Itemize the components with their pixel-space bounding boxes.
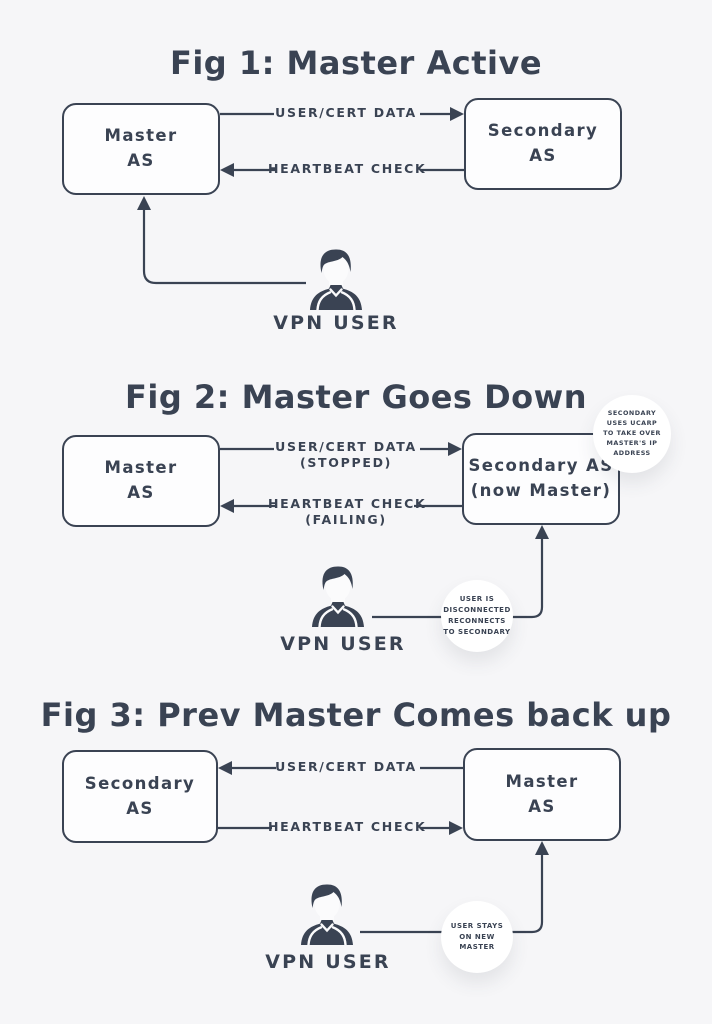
badge-text: ADDRESS	[613, 448, 651, 457]
heartbeat-check-label: HEARTBEAT CHECK	[268, 819, 427, 834]
fig2-connectors	[220, 442, 549, 619]
ucarp-takeover-badge: SECONDARY USES UCARP TO TAKE OVER MASTER…	[593, 395, 671, 473]
fig3-connectors	[218, 761, 549, 934]
secondary-now-master-node: Secondary AS (now Master)	[462, 433, 620, 525]
badge-text: USER IS	[459, 595, 495, 604]
node-label: Master	[104, 126, 178, 146]
vpn-user-icon	[310, 565, 366, 627]
fig2-section: Fig 2: Master Goes Down Master AS Second…	[0, 350, 712, 680]
badge-text: USES UCARP	[606, 419, 658, 428]
user-cert-data-label: USER/CERT DATA	[275, 105, 417, 120]
user-cert-data-sublabel: (STOPPED)	[299, 455, 393, 470]
badge-text: TO SECONDARY	[443, 627, 511, 636]
node-label: (now Master)	[470, 481, 612, 500]
heartbeat-check-sublabel: (FAILING)	[305, 512, 387, 527]
vpn-user-icon	[299, 883, 355, 945]
right-arrowhead-icon	[450, 107, 464, 121]
fig1-connectors	[137, 107, 464, 285]
node-label: AS	[127, 151, 155, 170]
secondary-as-node: Secondary AS	[464, 98, 622, 190]
fig1-section: Fig 1: Master Active Master AS Secondary…	[0, 0, 712, 350]
master-as-node: Master AS	[62, 435, 220, 527]
fig2-title: Fig 2: Master Goes Down	[124, 378, 587, 416]
node-label: Secondary AS	[468, 456, 614, 476]
up-arrowhead-icon	[535, 841, 549, 855]
fig3-title: Fig 3: Prev Master Comes back up	[40, 696, 672, 734]
secondary-as-node: Secondary AS	[62, 750, 218, 843]
vpn-user-icon	[308, 248, 364, 310]
vpn-user-label: VPN USER	[280, 633, 406, 655]
vpn-user-connector	[360, 855, 544, 934]
left-arrowhead-icon	[218, 761, 232, 775]
master-as-node: Master AS	[463, 748, 621, 841]
user-reconnects-badge: USER IS DISCONNECTED RECONNECTS TO SECON…	[441, 580, 513, 652]
node-label: Secondary	[487, 121, 599, 141]
badge-text: MASTER	[459, 943, 495, 952]
right-arrowhead-icon	[448, 442, 462, 456]
node-label: AS	[126, 798, 154, 818]
badge-text: MASTER'S IP	[606, 438, 658, 447]
badge-text: SECONDARY	[607, 409, 657, 418]
badge-text: RECONNECTS	[448, 617, 506, 625]
heartbeat-check-label: HEARTBEAT CHECK	[268, 496, 427, 511]
fig3-section: Fig 3: Prev Master Comes back up Seconda…	[0, 680, 712, 1024]
up-arrowhead-icon	[137, 196, 151, 210]
heartbeat-check-label: HEARTBEAT CHECK	[268, 161, 427, 176]
node-label: AS	[528, 796, 556, 816]
up-arrowhead-icon	[535, 525, 549, 539]
user-stays-badge: USER STAYS ON NEW MASTER	[441, 901, 513, 973]
node-label: Master	[104, 458, 178, 478]
vpn-user-label: VPN USER	[265, 951, 391, 973]
left-arrowhead-icon	[220, 499, 234, 513]
badge-text: USER STAYS	[450, 921, 504, 930]
fig1-title: Fig 1: Master Active	[169, 44, 543, 82]
left-arrowhead-icon	[220, 163, 234, 177]
badge-text: TO TAKE OVER	[603, 429, 661, 438]
node-label: AS	[529, 146, 557, 165]
badge-text: ON NEW	[459, 932, 495, 941]
badge-text: DISCONNECTED	[443, 606, 511, 615]
node-label: Secondary	[84, 773, 196, 793]
vpn-user-connector	[142, 210, 306, 285]
vpn-user-label: VPN USER	[273, 312, 399, 334]
right-arrowhead-icon	[449, 821, 463, 835]
user-cert-data-label: USER/CERT DATA	[275, 759, 417, 774]
vpn-user-connector	[372, 539, 544, 619]
user-cert-data-label: USER/CERT DATA	[275, 439, 417, 454]
master-as-node: Master AS	[62, 103, 220, 195]
node-label: Master	[505, 771, 579, 791]
node-label: AS	[127, 483, 155, 502]
